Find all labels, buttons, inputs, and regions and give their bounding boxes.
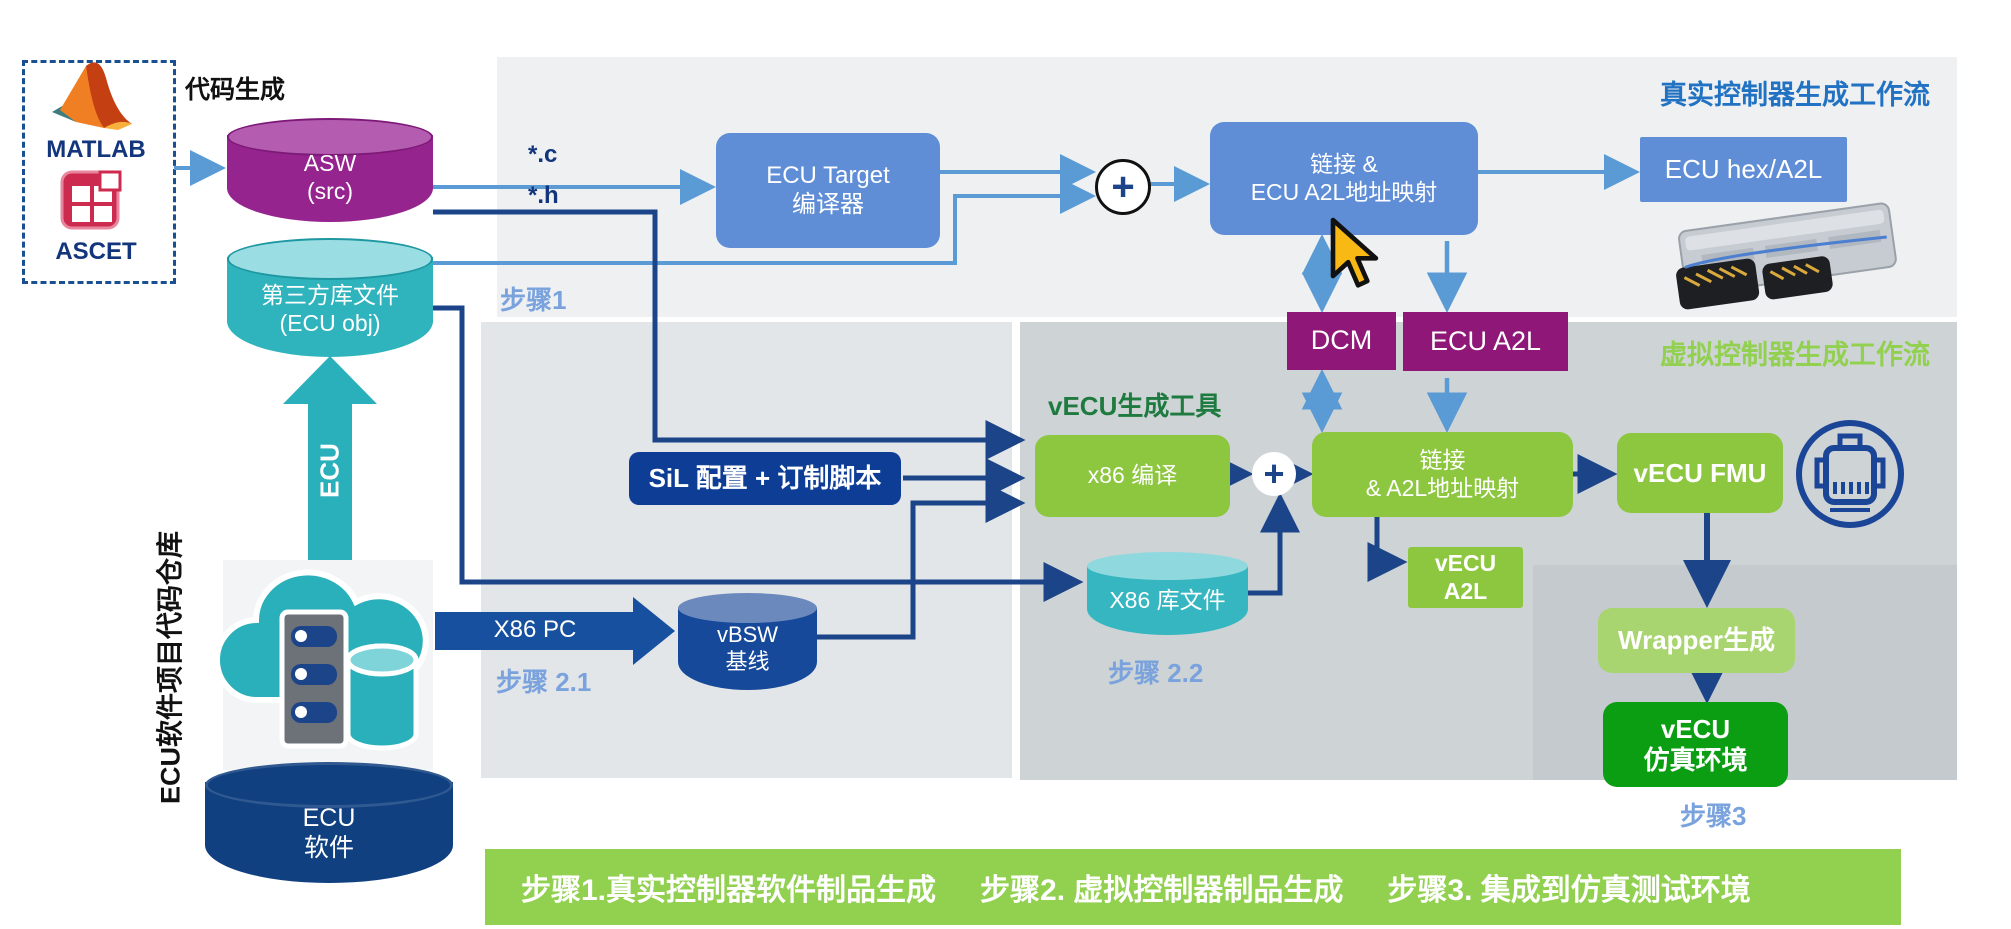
repo-vertical-label: ECU软件项目代码仓库 [155,531,186,805]
x86-compile-label: x86 编译 [1087,462,1178,489]
step22-label: 步骤 2.2 [1108,658,1204,688]
ecu-target-compiler-box: ECU Target 编译器 [716,133,940,248]
step3-label: 步骤3 [1680,801,1747,831]
ecu-a2l-label: ECU A2L [1429,325,1542,356]
merge-plus-circle-real: + [1095,159,1151,215]
vecu-sim-label-line2: 仿真环境 [1643,744,1748,775]
third-party-label-line1: 第三方库文件 [261,281,399,308]
vbsw-baseline-cylinder: vBSW 基线 [678,593,817,690]
x86-compile-box: x86 编译 [1035,435,1230,517]
real-flow-title: 真实控制器生成工作流 [1660,80,1930,110]
vecu-a2l-label-line1: vECU [1434,550,1497,577]
wrapper-generation-box: Wrapper生成 [1598,608,1795,673]
bottom-step1-text: 步骤1.真实控制器软件制品生成 [521,874,937,907]
bottom-step2-text: 步骤2. 虚拟控制器制品生成 [980,874,1344,907]
step21-label: 步骤 2.1 [496,667,592,697]
step1-label: 步骤1 [500,285,567,315]
asw-cylinder: ASW (src) [227,118,433,222]
ecu-target-label-line2: 编译器 [792,190,864,218]
vecu-fmu-label: vECU FMU [1633,457,1767,488]
matlab-label: MATLAB [46,136,146,163]
x86-lib-label: X86 库文件 [1109,586,1226,613]
sil-config-script-box: SiL 配置 + 订制脚本 [629,452,901,505]
file-c-label: *.c [528,141,558,168]
ecu-hex-a2l-box: ECU hex/A2L [1640,137,1847,202]
wrapper-label: Wrapper生成 [1618,625,1775,656]
ascet-label: ASCET [55,238,137,265]
dcm-label: DCM [1310,325,1373,356]
ecu-software-cylinder: ECU 软件 [205,762,453,883]
vecu-fmu-box: vECU FMU [1617,433,1783,513]
link-a2l-mapping-virtual-box: 链接 & A2L地址映射 [1312,432,1573,517]
vecu-a2l-box: vECU A2L [1408,547,1523,608]
file-h-label: *.h [528,182,559,209]
virtual-flow-title: 虚拟控制器生成工作流 [1660,340,1930,370]
ecu-a2l-box: ECU A2L [1403,312,1568,371]
ecu-target-label-line1: ECU Target [766,162,890,190]
link-real-label-line2: ECU A2L地址映射 [1250,178,1438,205]
x86-lib-cylinder: X86 库文件 [1087,552,1248,635]
vbsw-label-line1: vBSW [716,622,779,648]
ecu-upload-arrow-label: ECU [314,443,345,498]
vecu-tool-title: vECU生成工具 [1048,391,1222,421]
ecu-hex-a2l-label: ECU hex/A2L [1664,154,1823,185]
bottom-steps-bar: 步骤1.真实控制器软件制品生成 步骤2. 虚拟控制器制品生成 步骤3. 集成到仿… [485,849,1901,925]
link-virtual-label-line2: & A2L地址映射 [1365,474,1520,501]
vecu-sim-label-line1: vECU [1660,713,1731,744]
asw-label-line1: ASW [303,150,357,177]
ecu-software-label-line1: ECU [302,803,356,832]
link-ecu-a2l-mapping-box: 链接 & ECU A2L地址映射 [1210,122,1478,235]
third-party-lib-cylinder: 第三方库文件 (ECU obj) [227,238,433,357]
dcm-box: DCM [1287,312,1396,370]
vecu-a2l-label-line2: A2L [1443,577,1488,604]
asw-label-line2: (src) [307,178,353,204]
bottom-step3-text: 步骤3. 集成到仿真测试环境 [1387,874,1751,907]
code-generation-label: 代码生成 [185,76,286,104]
third-party-label-line2: (ECU obj) [279,309,381,336]
merge-plus-circle-virtual: + [1252,452,1296,496]
x86-pc-label: X86 PC [493,616,577,643]
plus-sign: + [1111,164,1135,209]
vbsw-label-line2: 基线 [725,648,770,674]
code-generation-source-box [22,60,176,284]
link-virtual-label-line1: 链接 [1419,447,1466,474]
link-real-label-line1: 链接 & [1310,151,1378,178]
ecu-software-label-line2: 软件 [303,833,354,862]
repo-backdrop [223,560,433,770]
plus-sign: + [1263,453,1285,494]
vecu-sim-env-box: vECU 仿真环境 [1603,702,1788,787]
sil-config-label: SiL 配置 + 订制脚本 [648,463,882,494]
panel-step2-left [481,322,1012,778]
